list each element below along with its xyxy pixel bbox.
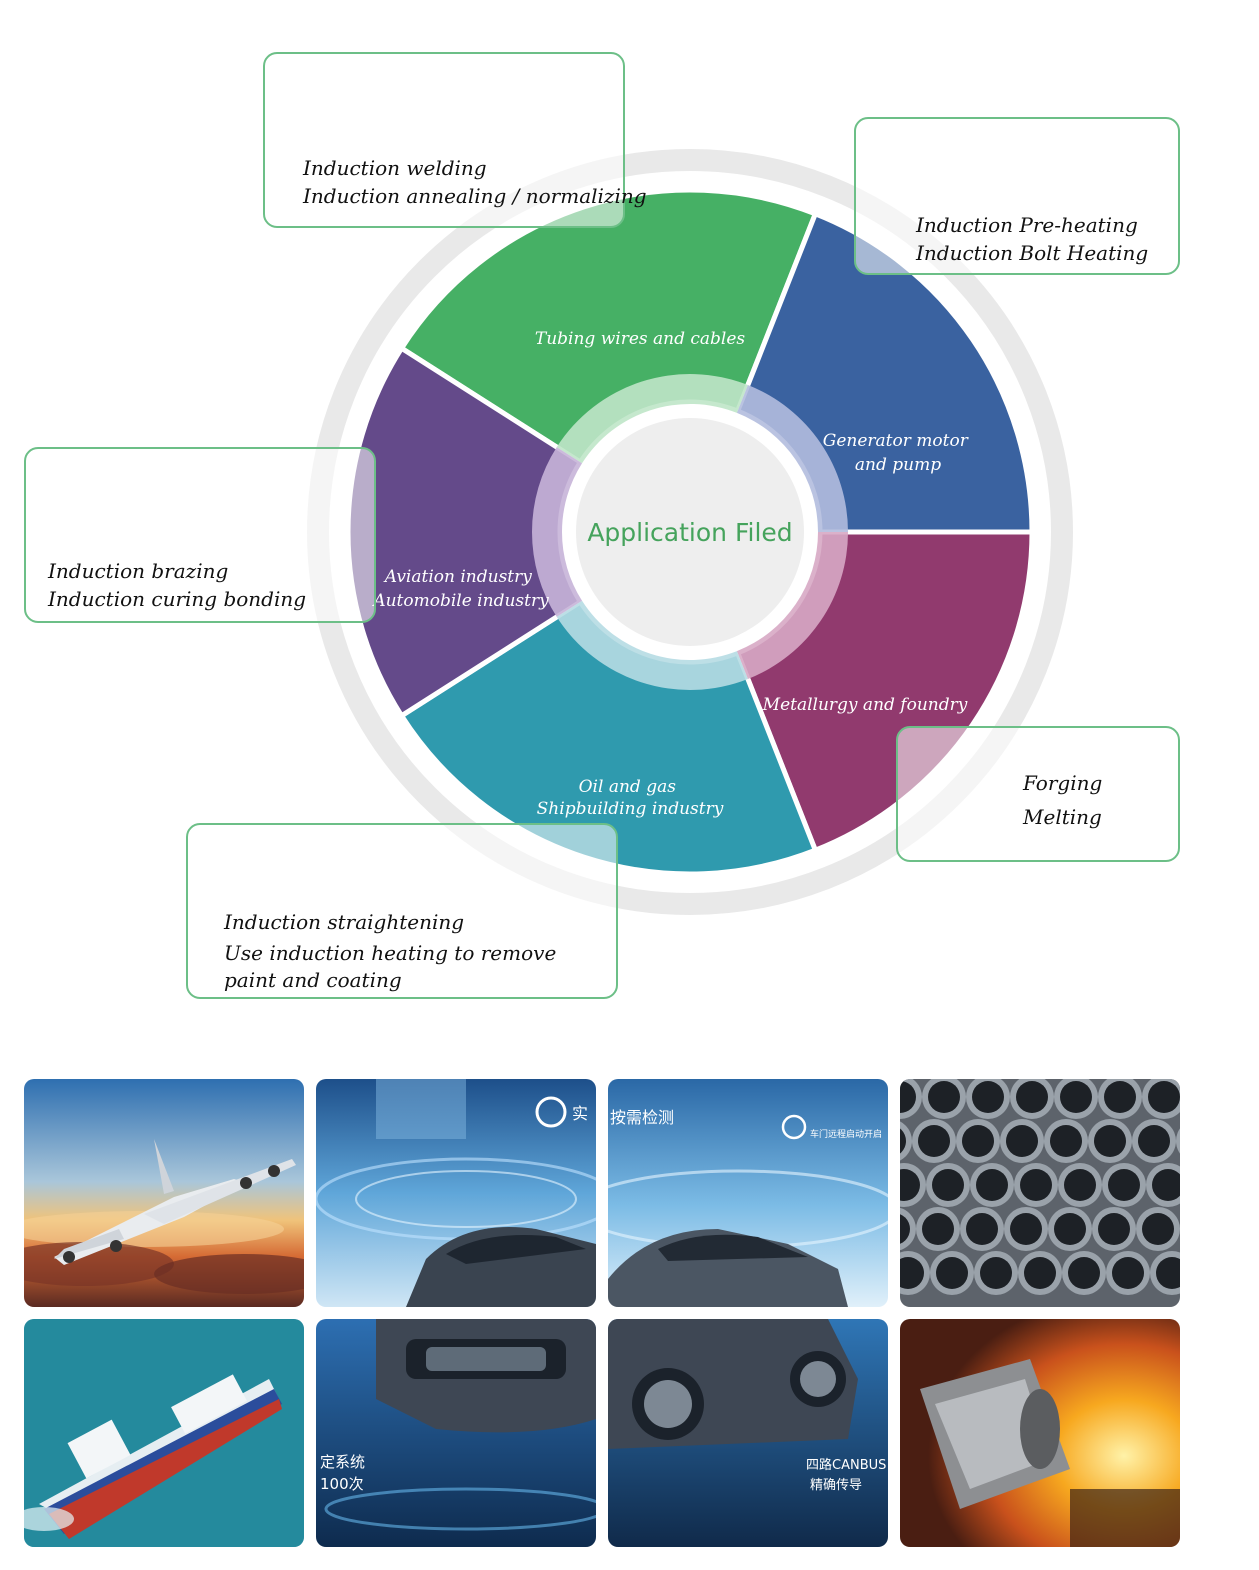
- photo-car-side: 四路CANBUS 精确传导: [608, 1319, 888, 1547]
- photo-caption: 车门远程启动开启: [810, 1128, 882, 1140]
- pipe-hole: [1010, 1213, 1042, 1245]
- photo-foundry-ladle: [900, 1319, 1180, 1547]
- photo-car-tech-2: 按需检测 车门远程启动开启: [608, 1079, 888, 1307]
- ladle-icon: [920, 1359, 1070, 1509]
- segment-label-tubing: Tubing wires and cables: [535, 329, 746, 349]
- callout-line: Induction brazing: [48, 559, 229, 583]
- pipe-hole: [1142, 1213, 1174, 1245]
- callout-line: Melting: [1023, 805, 1102, 829]
- pipe-hole: [1020, 1169, 1052, 1201]
- pipe-hole: [962, 1125, 994, 1157]
- photo-caption: 四路CANBUS: [806, 1457, 886, 1473]
- pipe-hole: [980, 1257, 1012, 1289]
- center-title: Application Filed: [587, 518, 792, 547]
- pipe-hole: [932, 1169, 964, 1201]
- photo-caption: 实: [572, 1104, 588, 1123]
- segment-label-generator: Generator motor and pump: [823, 431, 973, 475]
- inner-ring-aviation: [532, 447, 583, 617]
- pipe-hole: [1068, 1257, 1100, 1289]
- photo-ship: [24, 1319, 304, 1547]
- pipe-hole: [972, 1081, 1004, 1113]
- pipe-hole: [900, 1257, 924, 1289]
- pipe-hole: [1138, 1125, 1170, 1157]
- airplane-icon: [54, 1139, 296, 1265]
- center-disc: [576, 418, 804, 646]
- callout-line: Forging: [1023, 771, 1103, 795]
- photo-steel-pipes: [900, 1079, 1180, 1307]
- ship-icon: [39, 1374, 282, 1539]
- photo-car-tech-1: 实: [316, 1079, 596, 1307]
- segment-label-aviation-automobile: Aviation industry Automobile industry: [371, 567, 549, 611]
- callout-line: Induction straightening: [224, 910, 465, 934]
- pipe-hole: [1108, 1169, 1140, 1201]
- pipe-hole: [1104, 1081, 1136, 1113]
- pipe-hole: [900, 1081, 916, 1113]
- photo-caption: 按需检测: [610, 1108, 674, 1127]
- pipe-hole: [1054, 1213, 1086, 1245]
- pipe-hole: [1060, 1081, 1092, 1113]
- pipe-hole: [900, 1214, 910, 1244]
- pipe-hole: [1148, 1081, 1180, 1113]
- photo-car-front: 定系统 100次: [316, 1319, 596, 1547]
- callout-line: paint and coating: [224, 968, 402, 992]
- callout-forging-melting: Forging Melting: [896, 726, 1180, 862]
- photo-caption: 100次: [320, 1475, 364, 1493]
- pipe-hole: [936, 1257, 968, 1289]
- pipe-hole: [900, 1128, 906, 1154]
- pipe-hole: [918, 1125, 950, 1157]
- pipe: [1176, 1128, 1180, 1154]
- inner-ring-oil: [556, 600, 748, 690]
- pipe-hole: [1098, 1213, 1130, 1245]
- callout-line: Use induction heating to remove: [224, 941, 557, 965]
- pipe-hole: [1064, 1169, 1096, 1201]
- callout-line: Induction curing bonding: [48, 587, 307, 611]
- pipe-hole: [1006, 1125, 1038, 1157]
- application-field-diagram: Application Filed Tubing wires and cable…: [307, 149, 1073, 915]
- callout-straightening-coating: Induction straightening Use induction he…: [186, 823, 618, 999]
- segment-label-metallurgy: Metallurgy and foundry: [762, 695, 968, 715]
- photo-caption: 精确传导: [810, 1478, 862, 1493]
- pipe-hole: [928, 1081, 960, 1113]
- inner-ring-tubing: [556, 374, 748, 464]
- pipe-hole: [1152, 1169, 1180, 1201]
- pipe-hole: [1050, 1125, 1082, 1157]
- pipe-hole: [900, 1169, 920, 1201]
- callout-line: Induction Bolt Heating: [916, 241, 1149, 265]
- callout-line: Induction Pre-heating: [916, 213, 1138, 237]
- pipe-hole: [1024, 1257, 1056, 1289]
- inner-ring: [532, 374, 848, 690]
- inner-ring-generator: [736, 384, 848, 532]
- callout-line: Induction annealing / normalizing: [303, 184, 647, 208]
- inner-ring-metallurgy: [736, 532, 848, 680]
- pipe-hole: [1112, 1257, 1144, 1289]
- pipe-hole: [966, 1213, 998, 1245]
- pipe-hole: [1094, 1125, 1126, 1157]
- pipe-stack: [900, 1079, 1180, 1295]
- callout-welding-annealing: Induction welding Induction annealing / …: [263, 52, 647, 228]
- segment-label-oil-shipbuilding: Oil and gas Shipbuilding industry: [537, 777, 724, 819]
- pipe-hole: [976, 1169, 1008, 1201]
- photo-caption: 定系统: [320, 1453, 365, 1471]
- pipe-hole: [1156, 1257, 1180, 1289]
- photo-airplane-sunset: [24, 1079, 304, 1307]
- pipe-hole: [922, 1213, 954, 1245]
- callout-brazing-curing: Induction brazing Induction curing bondi…: [24, 447, 376, 623]
- callout-line: Induction welding: [303, 156, 487, 180]
- pipe-hole: [1016, 1081, 1048, 1113]
- callout-preheating-bolt: Induction Pre-heating Induction Bolt Hea…: [854, 117, 1180, 275]
